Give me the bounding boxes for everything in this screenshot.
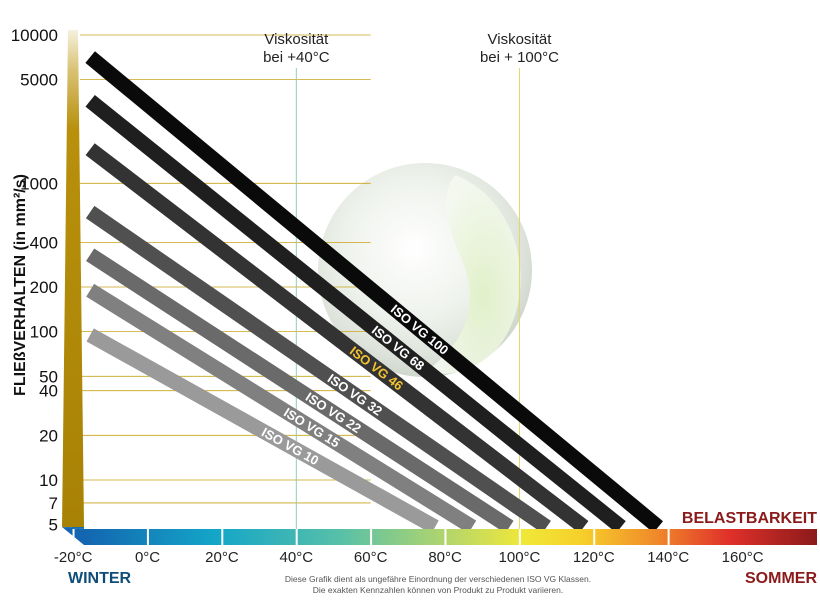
x-tick-label-120: 120°C [573, 549, 615, 566]
series-band-iso-vg-46 [85, 143, 589, 533]
x-tick-label-100: 100°C [499, 549, 541, 566]
temperature-bar [84, 529, 817, 545]
x-tick-label-20: 20°C [205, 549, 239, 566]
footnote-line-1: Diese Grafik dient als ungefähre Einordn… [285, 574, 591, 584]
y-tick-label-400: 400 [30, 233, 58, 252]
series-band-iso-vg-68 [85, 94, 626, 533]
x-tick-label-160: 160°C [722, 549, 764, 566]
x-tick-label-80: 80°C [428, 549, 462, 566]
y-tick-label-7: 7 [49, 494, 58, 513]
annotation-100-line2: bei + 100°C [480, 49, 559, 66]
y-tick-label-5000: 5000 [20, 71, 58, 90]
series-band-iso-vg-32 [85, 205, 551, 534]
x-tick-label-40: 40°C [280, 549, 314, 566]
y-axis-title: FLIEßVERHALTEN (in mm²/s) [12, 174, 29, 396]
y-tick-label-10000: 10000 [11, 26, 58, 45]
x-tick-label-140: 140°C [647, 549, 689, 566]
y-tick-label-1000: 1000 [20, 174, 58, 193]
y-tick-label-50: 50 [39, 367, 58, 386]
y-tick-label-5: 5 [49, 516, 58, 535]
footnote-line-2: Die exakten Kennzahlen können von Produk… [313, 585, 563, 595]
x-tick-label-0: 0°C [135, 549, 160, 566]
y-tick-label-40: 40 [39, 382, 58, 401]
y-axis-bar [62, 30, 84, 527]
x-tick-label-60: 60°C [354, 549, 388, 566]
sommer-label: SOMMER [745, 570, 817, 587]
annotation-40-line2: bei +40°C [263, 49, 330, 66]
annotation-100-line1: Viskosität [488, 31, 553, 48]
annotation-40-line1: Viskosität [264, 31, 329, 48]
y-tick-label-10: 10 [39, 471, 58, 490]
series-band-iso-vg-100 [85, 51, 664, 533]
y-tick-label-20: 20 [39, 426, 58, 445]
y-tick-label-100: 100 [30, 323, 58, 342]
series-band-iso-vg-10 [86, 328, 439, 534]
decorative-sphere-swirl [425, 175, 521, 374]
series-band-iso-vg-22 [86, 248, 514, 534]
winter-label: WINTER [68, 570, 132, 587]
belastbarkeit-label: BELASTBARKEIT [682, 510, 817, 527]
x-tick-label--20: -20°C [54, 549, 93, 566]
series-band-iso-vg-15 [86, 283, 477, 534]
y-tick-label-200: 200 [30, 278, 58, 297]
